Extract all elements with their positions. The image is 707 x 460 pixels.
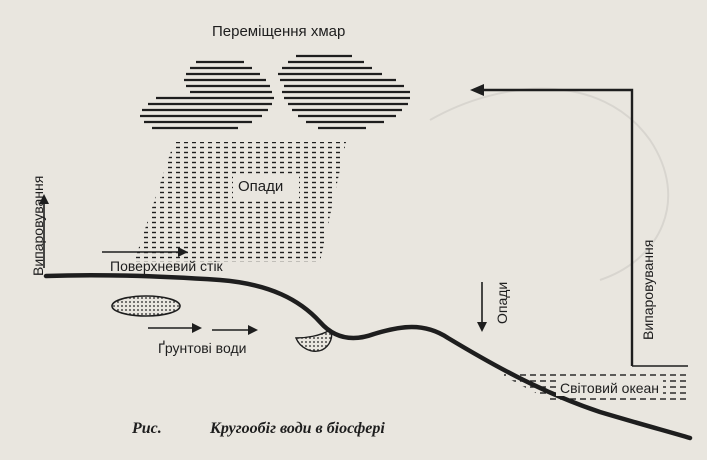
label-evaporation-left: Випаровування xyxy=(30,175,46,276)
label-precipitation-main: Опади xyxy=(238,178,284,195)
cloud-left xyxy=(140,60,274,130)
ground-surface xyxy=(43,272,693,441)
pond xyxy=(294,329,333,352)
precipitation-area xyxy=(134,142,346,262)
label-cloud-movement: Переміщення хмар xyxy=(212,23,346,40)
label-surface-runoff: Поверхневий стік xyxy=(110,258,223,274)
groundwater-lens xyxy=(111,295,181,317)
cloud-right xyxy=(278,54,410,130)
label-groundwater: Ґрунтові води xyxy=(158,340,247,356)
label-precipitation-right: Опади xyxy=(494,281,510,324)
figure-caption-title: Кругообіг води в біосфері xyxy=(210,420,385,437)
label-world-ocean: Світовий океан xyxy=(556,380,664,396)
figure-caption-prefix: Рис. xyxy=(132,420,162,437)
label-evaporation-right: Випаровування xyxy=(640,239,656,340)
evaporation-right-arrow xyxy=(482,88,634,366)
background-curve xyxy=(429,87,670,281)
